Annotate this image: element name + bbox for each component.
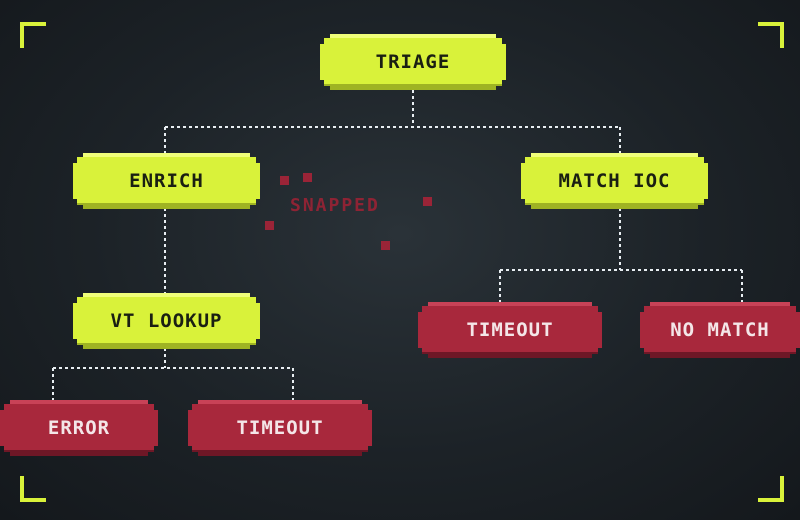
corner-bracket-top-right	[758, 22, 784, 48]
corner-bracket-bottom-right	[758, 476, 784, 502]
connector-vt-children	[52, 348, 294, 400]
node-triage[interactable]: TRIAGE	[320, 34, 506, 90]
snapped-debris-pixel	[265, 221, 274, 230]
node-timeout-right-label: TIMEOUT	[466, 319, 554, 341]
node-triage-label: TRIAGE	[375, 51, 451, 73]
snapped-debris-pixel	[423, 197, 432, 206]
snapped-debris-pixel	[280, 176, 289, 185]
node-timeout-right[interactable]: TIMEOUT	[418, 302, 602, 358]
node-timeout-left[interactable]: TIMEOUT	[188, 400, 372, 456]
node-error-label: ERROR	[47, 417, 111, 439]
node-vt-lookup-label: VT LOOKUP	[110, 310, 223, 332]
node-vt-lookup[interactable]: VT LOOKUP	[73, 293, 260, 349]
snapped-debris-pixel	[303, 173, 312, 182]
node-match-ioc[interactable]: MATCH IOC	[521, 153, 708, 209]
node-enrich[interactable]: ENRICH	[73, 153, 260, 209]
connector-triage-children	[164, 90, 621, 153]
node-no-match[interactable]: NO MATCH	[640, 302, 800, 358]
node-no-match-label: NO MATCH	[670, 319, 770, 341]
node-error[interactable]: ERROR	[0, 400, 158, 456]
node-timeout-left-label: TIMEOUT	[236, 417, 324, 439]
snapped-debris-pixel	[381, 241, 390, 250]
corner-bracket-bottom-left	[20, 476, 46, 502]
node-match-ioc-label: MATCH IOC	[558, 170, 671, 192]
node-enrich-label: ENRICH	[129, 170, 204, 192]
connector-match-children	[499, 208, 743, 302]
corner-bracket-top-left	[20, 22, 46, 48]
snapped-label: SNAPPED	[290, 195, 380, 216]
